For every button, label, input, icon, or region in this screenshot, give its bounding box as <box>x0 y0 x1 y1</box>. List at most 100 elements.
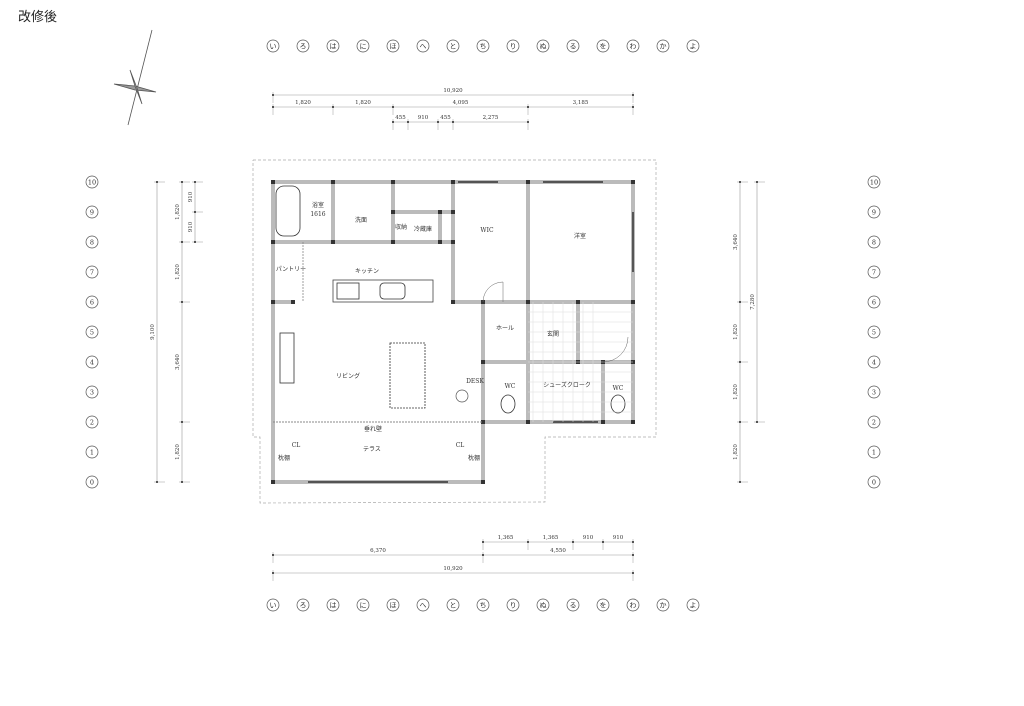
column-post <box>601 420 605 424</box>
grid-label-top: ろ <box>300 43 307 51</box>
grid-bubble <box>867 355 881 369</box>
compass-icon <box>113 29 157 126</box>
dimension-dot <box>527 106 529 108</box>
grid-bubble <box>85 265 99 279</box>
grid-label-left: 2 <box>90 419 94 427</box>
column-post <box>271 300 275 304</box>
dimension-label: 6,370 <box>370 548 386 554</box>
grid-label-top: ほ <box>390 43 397 51</box>
column-post <box>481 420 485 424</box>
grid-bubble <box>686 39 700 53</box>
column-post <box>481 360 485 364</box>
column-post <box>631 180 635 184</box>
grid-label-right: 1 <box>872 449 876 457</box>
grid-bubble <box>296 39 310 53</box>
tv-board <box>279 332 295 384</box>
grid-label-top: り <box>510 43 517 51</box>
grid-label-top: わ <box>630 43 637 51</box>
grid-bubble <box>85 325 99 339</box>
grid-bubble <box>446 598 460 612</box>
grid-label-right: 10 <box>870 179 878 187</box>
dimension-dot <box>194 211 196 213</box>
grid-label-bottom: と <box>450 602 457 610</box>
column-post <box>438 210 442 214</box>
grid-bubble <box>386 39 400 53</box>
dimension-label: 1,365 <box>498 535 514 541</box>
grid-bubble <box>416 598 430 612</box>
grid-bubble <box>85 445 99 459</box>
dimension-dot <box>756 181 758 183</box>
column-post <box>331 180 335 184</box>
grid-label-right: 2 <box>872 419 876 427</box>
grid-bubble <box>296 598 310 612</box>
roof-outline <box>252 159 657 504</box>
grid-bubble <box>686 598 700 612</box>
dimension-label: 1,820 <box>175 204 181 220</box>
drawing-title: 改修後 <box>18 10 58 25</box>
grid-bubble <box>356 39 370 53</box>
dimension-dot <box>156 181 158 183</box>
column-post <box>271 180 275 184</box>
dimension-dot <box>739 481 741 483</box>
grid-bubble <box>266 39 280 53</box>
dimension-dot <box>181 421 183 423</box>
column-post <box>451 180 455 184</box>
column-post <box>481 480 485 484</box>
room-label-terrace: テラス <box>363 446 381 453</box>
dimension-dot <box>407 121 409 123</box>
dimension-label: 9,100 <box>150 324 156 340</box>
dimension-dot <box>739 301 741 303</box>
room-label-storage: 収納 <box>395 223 407 231</box>
grid-label-bottom: る <box>570 602 577 610</box>
dimension-dot <box>452 121 454 123</box>
room-label-shelf2: 枕棚 <box>468 454 480 462</box>
grid-bubble <box>867 205 881 219</box>
room-label-shelf1: 枕棚 <box>278 454 290 462</box>
dimension-label: 10,920 <box>443 88 463 94</box>
dimension-dot <box>527 541 529 543</box>
column-post <box>526 420 530 424</box>
grid-label-top: か <box>660 43 667 51</box>
grid-bubble <box>867 265 881 279</box>
dimension-label: 10,920 <box>443 566 463 572</box>
grid-label-right: 5 <box>872 329 876 337</box>
grid-label-right: 6 <box>872 299 876 307</box>
grid-bubble <box>566 39 580 53</box>
room-label-hanging-wall: 垂れ壁 <box>364 425 382 433</box>
compass-star <box>129 69 143 105</box>
column-post <box>391 180 395 184</box>
dimension-dot <box>272 106 274 108</box>
grid-bubble <box>506 39 520 53</box>
grid-label-right: 0 <box>872 479 876 487</box>
column-post <box>331 240 335 244</box>
room-label-bath: 浴室 <box>312 201 324 209</box>
grid-label-right: 3 <box>872 389 876 397</box>
grid-bubble <box>656 598 670 612</box>
dimension-dot <box>181 481 183 483</box>
grid-bubble <box>596 598 610 612</box>
kitchen-island <box>332 279 434 303</box>
grid-label-bottom: い <box>270 602 277 610</box>
dimension-dot <box>482 554 484 556</box>
column-post <box>271 240 275 244</box>
grid-bubble <box>867 325 881 339</box>
room-label-cl2: CL <box>456 442 465 449</box>
grid-bubble <box>85 205 99 219</box>
room-label-kitchen: キッチン <box>355 268 379 275</box>
dimension-label: 7,280 <box>750 294 756 310</box>
grid-label-right: 4 <box>872 359 876 367</box>
room-label-shoe-closet: シューズクローク <box>543 381 591 389</box>
compass-needle <box>127 29 153 126</box>
dimension-label: 3,185 <box>573 100 589 106</box>
grid-label-top: い <box>270 43 277 51</box>
column-post <box>576 300 580 304</box>
grid-label-left: 3 <box>90 389 94 397</box>
column-post <box>391 240 395 244</box>
grid-bubble <box>656 39 670 53</box>
dimension-dot <box>392 106 394 108</box>
column-post <box>291 300 295 304</box>
grid-bubble <box>85 475 99 489</box>
toilet-icon <box>500 394 516 414</box>
room-label-wic: WIC <box>480 227 494 234</box>
dimension-label: 1,820 <box>733 384 739 400</box>
